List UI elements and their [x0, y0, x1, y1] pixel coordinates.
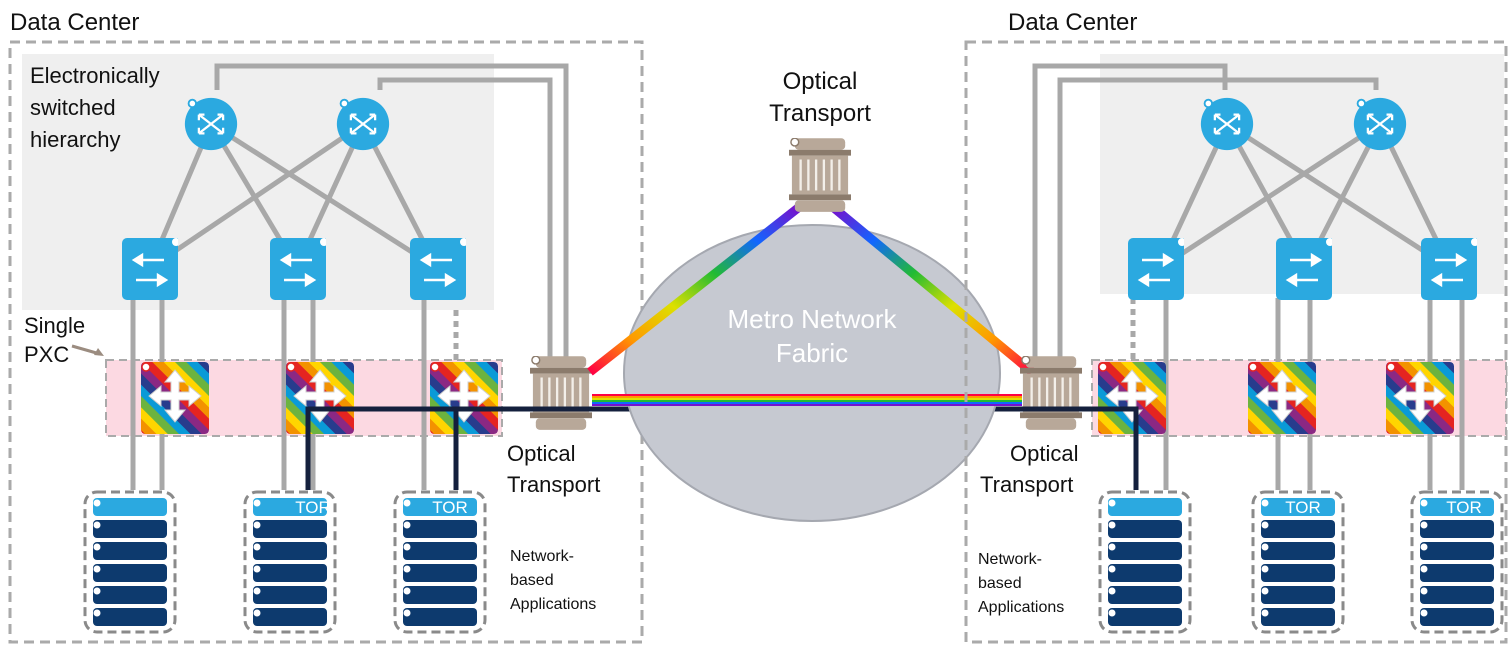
switch-icon	[410, 238, 466, 300]
optical-transport-icon	[789, 138, 851, 212]
hierarchy-label: Electronically	[30, 63, 160, 88]
optical-transport-icon	[1020, 356, 1082, 430]
rainbow-link-left	[587, 204, 801, 376]
metro-label: Metro Network	[727, 304, 897, 334]
tor-label: TOR	[295, 498, 331, 517]
tor-label: TOR	[1446, 498, 1482, 517]
pxc-arrow-head	[94, 348, 104, 356]
optical-transport-icon	[530, 356, 592, 430]
pxc-icon	[1248, 362, 1316, 434]
right-dc-border	[964, 40, 1508, 644]
metro-label: Fabric	[776, 338, 848, 368]
left-dc-title: Data Center	[10, 9, 139, 36]
left-data-center: TOR TOR Data Center Electronically switc…	[8, 9, 1010, 644]
left-apps-label: Network-	[510, 548, 574, 565]
pxc-icon	[430, 362, 498, 434]
right-apps-label: Network-	[978, 551, 1042, 568]
router-icon	[335, 96, 391, 152]
center-optical-label: Optical	[783, 68, 858, 95]
pxc-icon	[1098, 362, 1166, 434]
tor-label: TOR	[432, 498, 468, 517]
left-apps-label: based	[510, 572, 554, 589]
metro-network: Metro Network Fabric Optical Transport	[587, 68, 1035, 522]
pxc-icon	[286, 362, 354, 434]
rainbow-direct-link	[592, 394, 1022, 406]
right-data-center: TOR TOR Data Center Optical Transport Ne…	[964, 9, 1508, 644]
switch-icon	[1128, 238, 1184, 300]
server-rack-icon	[83, 490, 177, 634]
rainbow-link-right	[831, 204, 1035, 376]
left-optical-label: Transport	[507, 472, 600, 497]
router-icon	[1352, 96, 1408, 152]
pxc-icon	[141, 362, 209, 434]
switch-icon	[1421, 238, 1477, 300]
switch-icon	[270, 238, 326, 300]
hierarchy-label: switched	[30, 95, 116, 120]
router-icon	[183, 96, 239, 152]
left-optical-label: Optical	[507, 441, 575, 466]
pxc-label: PXC	[24, 342, 69, 367]
right-optical-label: Optical	[1010, 441, 1078, 466]
pxc-label: Single	[24, 313, 85, 338]
pxc-icon	[1386, 362, 1454, 434]
right-app-links	[1010, 406, 1139, 490]
switch-icon	[122, 238, 178, 300]
left-apps-label: Applications	[510, 596, 596, 613]
switch-icon	[1276, 238, 1332, 300]
tor-label: TOR	[1285, 498, 1321, 517]
hierarchy-label: hierarchy	[30, 127, 120, 152]
server-rack-icon	[1098, 490, 1192, 634]
metro-cloud	[623, 224, 1001, 522]
right-apps-label: Applications	[978, 599, 1064, 616]
router-icon	[1199, 96, 1255, 152]
right-dc-title: Data Center	[1008, 9, 1137, 36]
right-apps-label: based	[978, 575, 1022, 592]
right-optical-label: Transport	[980, 472, 1073, 497]
pxc-arrow	[71, 344, 101, 356]
center-optical-label: Transport	[769, 100, 871, 127]
